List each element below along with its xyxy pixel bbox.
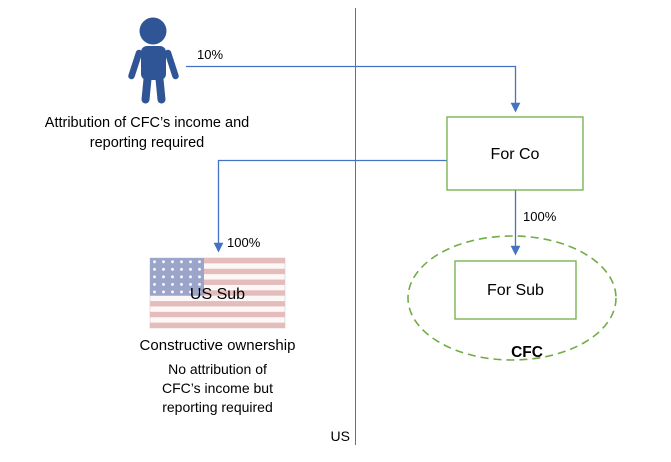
cfc-label: CFC [511,344,543,361]
flag-stripe [150,268,285,275]
forsub-box [454,260,577,320]
no-attribution-line2: CFC’s income but [162,380,273,396]
forco-label: For Co [491,146,540,163]
flag-stripe [150,290,285,296]
ownership-pct-person-to-forco: 10% [197,47,223,62]
arrow-forco-to-ussub [213,159,447,253]
us-flag-icon [149,257,286,329]
arrow-person-to-forco [186,65,521,113]
flag-stripe [150,279,285,285]
no-attribution-line1: No attribution of [168,361,267,377]
flag-stars [150,258,204,296]
flag-stripe [150,258,285,264]
person-torso [141,46,166,80]
flag-stripe [150,301,285,307]
flag-stripes [150,258,285,328]
person-right-leg [155,75,166,104]
person-head [139,17,167,45]
ownership-pct-forco-to-ussub: 100% [227,235,261,250]
forsub-label: For Sub [487,282,544,299]
flag-stripe [150,322,285,328]
attribution-caption-line1: Attribution of CFC’s income and [45,115,249,131]
person-left-arm [128,49,143,80]
ussub-label: US Sub [190,286,245,303]
forco-box [446,116,584,191]
person-right-arm [164,49,179,80]
ownership-pct-forco-to-forsub: 100% [523,209,557,224]
person-icon [128,17,179,104]
person-left-leg [141,75,152,104]
cfc-boundary-ellipse [407,235,617,361]
connector-arrows [186,65,521,256]
constructive-ownership-label: Constructive ownership [140,337,296,354]
us-jurisdiction-label: US [331,428,350,444]
attribution-caption-line2: reporting required [90,135,204,151]
flag-stripe [150,311,285,318]
no-attribution-line3: reporting required [162,399,273,415]
